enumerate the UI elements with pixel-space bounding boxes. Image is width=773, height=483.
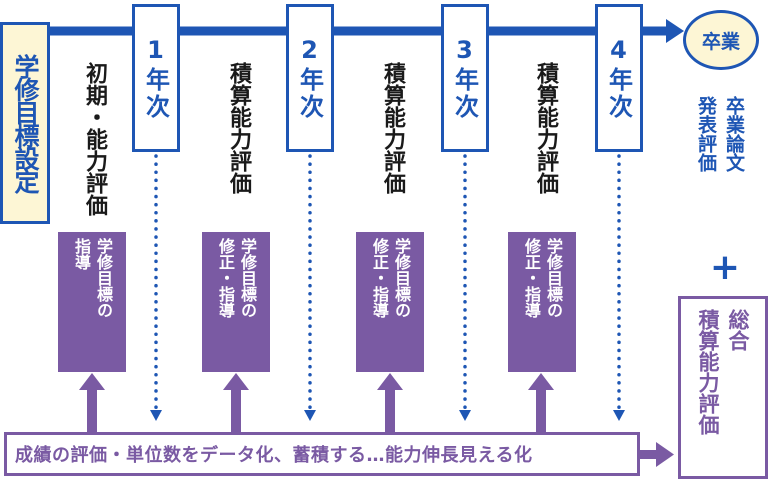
graduation-circle: 卒業	[683, 10, 759, 70]
guidance-line-1: 学修目標の	[238, 238, 257, 318]
thesis-evaluation: 卒業論文 発表評価	[692, 96, 748, 256]
year-4-label: 4年次	[604, 35, 633, 121]
goal-setting-label: 学修目標設定	[11, 54, 40, 192]
right-arrow-to-total	[640, 442, 674, 467]
goal-setting-box: 学修目標設定	[0, 22, 50, 224]
timeline-arrowhead	[666, 19, 684, 43]
year-3-label: 3年次	[450, 35, 479, 121]
year-4-box: 4年次	[595, 4, 643, 152]
dotted-down-arrows	[150, 154, 625, 421]
year-1-label: 1年次	[141, 35, 170, 121]
data-accumulation-text: 成績の評価・単位数をデータ化、蓄積する…能力伸長見える化	[15, 445, 533, 466]
guidance-line-1: 学修目標の	[94, 238, 113, 318]
year-1-box: 1年次	[132, 4, 180, 152]
guidance-line-2: 修正・指導	[216, 238, 235, 318]
guidance-line-2: 修正・指導	[522, 238, 541, 318]
total-line-2: 積算能力評価	[696, 309, 720, 435]
guidance-line-2: 修正・指導	[370, 238, 389, 318]
cumulative-evaluation-label-3: 積算能力評価	[533, 62, 558, 194]
initial-evaluation-label: 初期・能力評価	[82, 62, 107, 216]
guidance-line-1: 学修目標の	[544, 238, 563, 318]
thesis-line-2: 発表評価	[695, 96, 717, 172]
year-2-box: 2年次	[286, 4, 334, 152]
guidance-box-3: 学修目標の 修正・指導	[356, 232, 424, 372]
year-2-label: 2年次	[295, 35, 324, 121]
guidance-box-4: 学修目標の 修正・指導	[508, 232, 576, 372]
data-accumulation-bar: 成績の評価・単位数をデータ化、蓄積する…能力伸長見える化	[4, 432, 640, 476]
cumulative-evaluation-label-1: 積算能力評価	[226, 62, 251, 194]
year-3-box: 3年次	[441, 4, 489, 152]
thesis-line-1: 卒業論文	[723, 96, 745, 172]
cumulative-evaluation-label-2: 積算能力評価	[380, 62, 405, 194]
guidance-box-1: 学修目標の 指導	[58, 232, 126, 372]
total-line-1: 総合	[726, 309, 750, 351]
plus-sign: +	[709, 247, 741, 288]
guidance-box-2: 学修目標の 修正・指導	[202, 232, 270, 372]
guidance-line-2: 指導	[72, 238, 91, 270]
up-arrows	[79, 373, 554, 434]
graduation-label: 卒業	[701, 30, 740, 53]
total-evaluation-box: 総合 積算能力評価	[678, 296, 768, 479]
guidance-line-1: 学修目標の	[392, 238, 411, 318]
